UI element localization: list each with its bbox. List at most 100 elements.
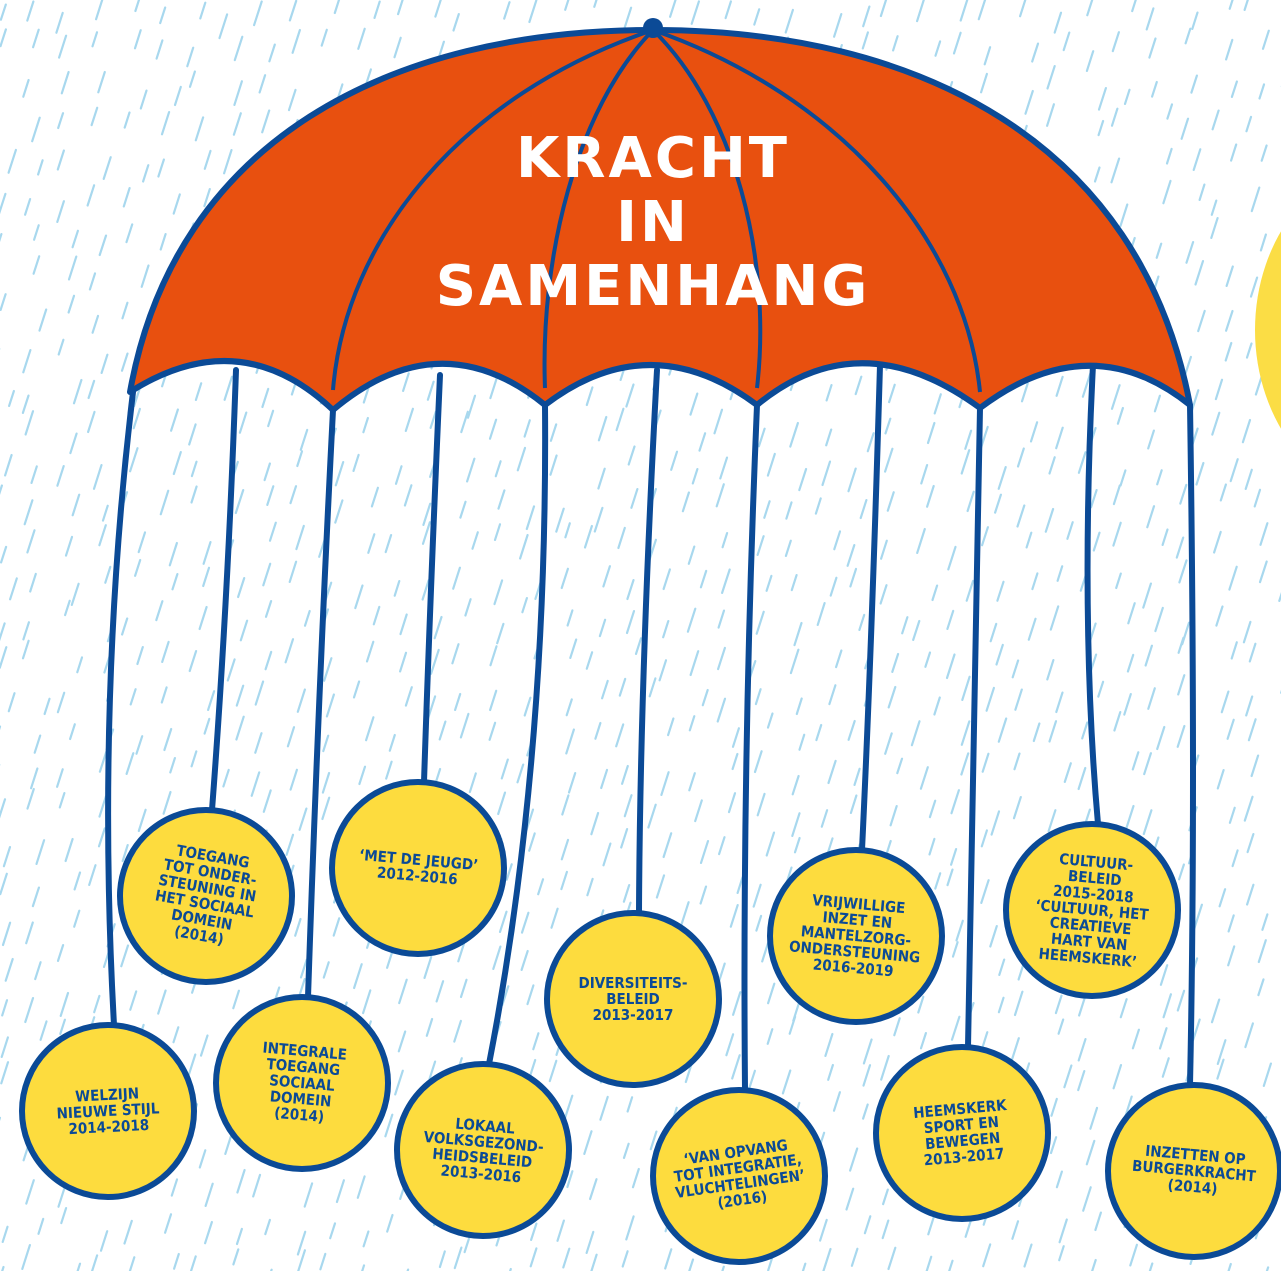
- rain-streak: [73, 231, 78, 247]
- rain-streak: [0, 1267, 4, 1271]
- rain-streak: [1015, 992, 1022, 1015]
- rain-streak: [1087, 0, 1094, 15]
- rain-streak: [1113, 523, 1120, 546]
- rain-streak: [336, 462, 343, 485]
- rain-streak: [826, 430, 831, 446]
- rain-streak: [164, 792, 171, 814]
- rain-streak: [1247, 344, 1252, 358]
- rain-streak: [1161, 965, 1167, 985]
- rain-streak: [551, 424, 556, 440]
- rain-streak: [1051, 1137, 1056, 1153]
- rain-streak: [921, 767, 928, 789]
- rain-streak: [934, 698, 939, 715]
- rain-streak: [502, 760, 508, 779]
- rain-streak: [961, 753, 968, 774]
- rain-streak: [322, 30, 327, 46]
- rain-streak: [240, 413, 246, 433]
- rain-streak: [40, 310, 47, 331]
- rain-streak: [92, 108, 98, 125]
- rain-streak: [881, 541, 887, 559]
- rain-streak: [1179, 865, 1184, 880]
- rain-streak: [701, 887, 706, 904]
- rain-streak: [190, 651, 196, 671]
- rain-streak: [498, 793, 505, 814]
- rain-streak: [335, 500, 342, 522]
- rain-streak: [1051, 606, 1058, 629]
- rain-streak: [569, 773, 575, 792]
- rain-streak: [286, 639, 293, 662]
- rain-streak: [587, 387, 593, 405]
- rain-streak: [37, 840, 45, 864]
- rain-streak: [9, 391, 14, 406]
- rain-streak: [1047, 104, 1054, 126]
- rain-streak: [1196, 261, 1204, 284]
- rain-streak: [695, 800, 702, 821]
- rain-streak: [566, 730, 574, 754]
- rain-streak: [690, 716, 695, 730]
- rain-streak: [795, 838, 800, 852]
- rain-streak: [330, 1223, 335, 1238]
- rain-streak: [234, 81, 242, 105]
- rain-streak: [947, 655, 955, 679]
- rain-streak: [1186, 29, 1191, 44]
- rain-streak: [587, 1232, 594, 1253]
- rain-streak: [921, 465, 927, 483]
- rain-streak: [930, 839, 935, 855]
- rain-streak: [1098, 682, 1103, 697]
- rain-streak: [335, 0, 340, 13]
- rain-streak: [1225, 1264, 1231, 1271]
- rain-streak: [1251, 278, 1257, 297]
- rain-streak: [1250, 644, 1256, 662]
- rain-streak: [1178, 991, 1184, 1011]
- rain-streak: [834, 531, 840, 549]
- rain-streak: [1022, 384, 1028, 402]
- rain-streak: [224, 150, 231, 173]
- rain-streak: [913, 621, 919, 640]
- rain-streak: [657, 875, 664, 897]
- rain-streak: [1050, 457, 1055, 473]
- rain-streak: [455, 1248, 462, 1269]
- rain-streak: [1232, 642, 1237, 658]
- rain-streak: [1116, 574, 1121, 588]
- rain-streak: [28, 789, 34, 809]
- rain-streak: [296, 526, 303, 549]
- rain-streak: [897, 759, 902, 773]
- rain-streak: [529, 0, 536, 22]
- rain-streak: [1147, 506, 1154, 527]
- rain-streak: [1228, 946, 1234, 965]
- rain-streak: [921, 1033, 926, 1048]
- rain-streak: [847, 1189, 854, 1210]
- rain-streak: [390, 735, 395, 751]
- rain-streak: [863, 32, 868, 48]
- rain-streak: [1178, 675, 1184, 694]
- rain-streak: [661, 772, 668, 795]
- rain-streak: [683, 493, 689, 512]
- rain-streak: [1144, 753, 1151, 774]
- rain-streak: [758, 536, 764, 555]
- rain-streak: [499, 490, 505, 508]
- rain-streak: [171, 410, 178, 431]
- rain-streak: [1018, 449, 1024, 467]
- rain-streak: [1163, 530, 1168, 545]
- rain-streak: [757, 612, 764, 634]
- rain-streak: [1133, 1030, 1139, 1049]
- rain-streak: [981, 74, 987, 92]
- rain-streak: [34, 256, 40, 273]
- rain-streak: [500, 912, 507, 932]
- rain-streak: [849, 469, 856, 492]
- rain-streak: [925, 1257, 932, 1271]
- rain-streak: [531, 1224, 536, 1240]
- rain-streak: [620, 679, 625, 696]
- rain-streak: [205, 151, 211, 169]
- rain-streak: [688, 609, 695, 632]
- rain-streak: [1229, 567, 1236, 590]
- rain-streak: [59, 36, 66, 58]
- rain-streak: [820, 1220, 827, 1241]
- rain-streak: [291, 770, 297, 790]
- rain-streak: [262, 111, 269, 133]
- rain-streak: [59, 340, 64, 355]
- rain-streak: [1157, 727, 1164, 749]
- rain-streak: [220, 14, 228, 38]
- rain-streak: [925, 653, 930, 667]
- rain-streak: [495, 524, 500, 540]
